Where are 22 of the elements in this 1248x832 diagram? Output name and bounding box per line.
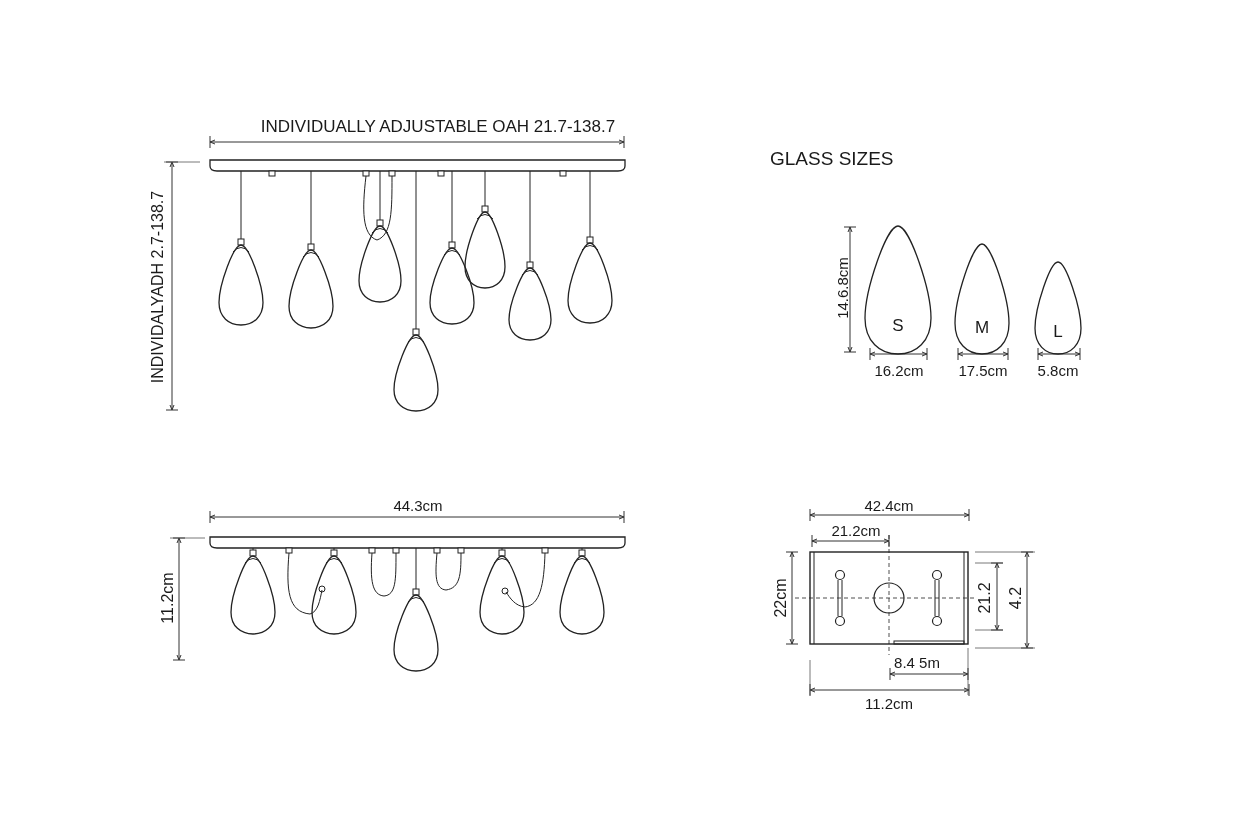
dimension-label: 11.2cm [864,695,914,711]
dimension-label: 42.4cm [864,497,914,513]
dimension-label: 8.4 5m [894,654,940,670]
size-letter: M [974,319,990,336]
dimension-label: 11.2cm [160,572,176,624]
dimension-label: 17.5cm [958,362,1008,378]
dimension-label: INDIVIDUALLY ADJUSTABLE OAH 21.7-138.7 [260,117,616,135]
size-letter: L [1053,323,1063,340]
glass-drop-shape [955,244,1009,354]
section-heading: GLASS SIZES [770,148,894,168]
dimension-label: 44.3cm [393,497,443,513]
dimension-label: INDIVIDALYADH 2.7-138.7 [150,190,166,384]
dimension-label: 21.2 [977,582,993,614]
dimension-label: 14.6.8cm [834,257,850,319]
dimension-label: 16.2cm [874,362,924,378]
dimension-label: 5.8cm [1037,362,1079,378]
dimension-label: 4.2 [1008,586,1024,610]
glass-drop-shape [865,226,931,354]
size-letter: S [892,317,904,334]
glass-drop-shape [1035,262,1081,354]
dimension-label: 22cm [773,578,789,618]
dimension-label: 21.2cm [831,522,881,538]
